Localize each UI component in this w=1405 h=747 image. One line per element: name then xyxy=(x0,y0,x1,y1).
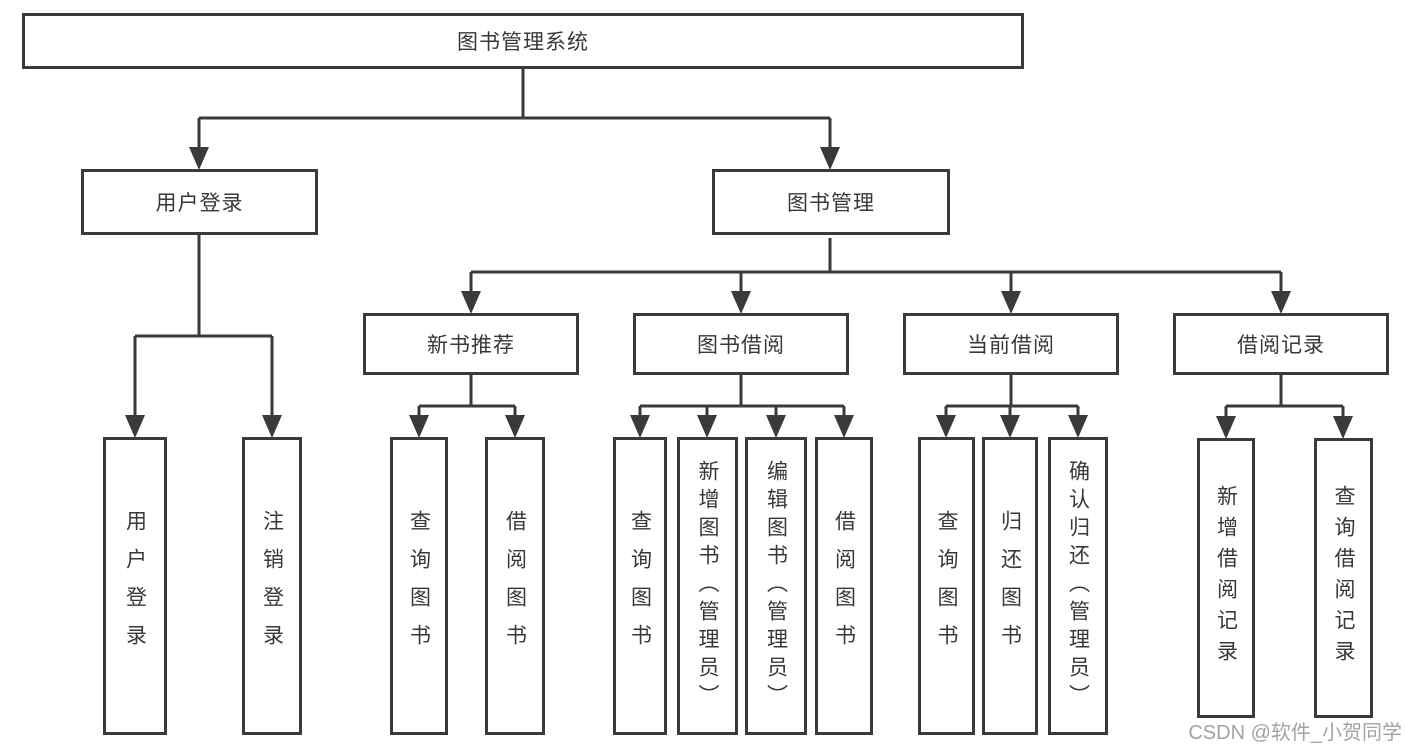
leaf-confirm-return-admin: 确认归还（管理员） xyxy=(1048,437,1108,735)
csdn-watermark: CSDN @软件_小贺同学 xyxy=(1188,722,1402,744)
node-label: 借阅记录 xyxy=(1237,334,1325,357)
leaf-borrow-books-recommend: 借阅图书 xyxy=(485,437,545,735)
node-label: 图书管理系统 xyxy=(457,31,589,54)
node-book-management: 图书管理 xyxy=(712,169,950,235)
leaf-add-books-admin: 新增图书（管理员） xyxy=(677,437,738,735)
leaf-label: 新增借阅记录 xyxy=(1214,485,1238,671)
leaf-add-borrow-record: 新增借阅记录 xyxy=(1197,438,1255,718)
node-current-borrow: 当前借阅 xyxy=(903,313,1119,375)
leaf-label: 新增图书（管理员） xyxy=(696,460,719,712)
leaf-label: 查询借阅记录 xyxy=(1332,485,1355,671)
node-label: 图书管理 xyxy=(787,192,875,215)
leaf-label: 查询图书 xyxy=(935,510,958,662)
node-book-borrow: 图书借阅 xyxy=(633,313,849,375)
node-library-system: 图书管理系统 xyxy=(22,13,1024,69)
leaf-query-books-borrow: 查询图书 xyxy=(613,437,667,735)
leaf-label: 注销登录 xyxy=(260,510,284,662)
leaf-return-books: 归还图书 xyxy=(982,437,1038,735)
leaf-label: 确认归还（管理员） xyxy=(1066,460,1090,712)
node-new-book-recommend: 新书推荐 xyxy=(363,313,579,375)
leaf-label: 查询图书 xyxy=(407,510,431,662)
leaf-borrow-books: 借阅图书 xyxy=(815,437,873,735)
leaf-user-login: 用户登录 xyxy=(103,437,167,735)
leaf-edit-books-admin: 编辑图书（管理员） xyxy=(745,437,807,735)
node-label: 用户登录 xyxy=(155,192,244,215)
leaf-logout: 注销登录 xyxy=(242,437,302,735)
leaf-query-borrow-record: 查询借阅记录 xyxy=(1314,438,1373,718)
leaf-label: 查询图书 xyxy=(628,510,652,662)
leaf-label: 用户登录 xyxy=(123,510,147,662)
leaf-query-books-recommend: 查询图书 xyxy=(390,437,448,735)
node-borrow-records: 借阅记录 xyxy=(1173,313,1389,375)
leaf-label: 归还图书 xyxy=(998,510,1022,662)
node-label: 当前借阅 xyxy=(967,334,1055,357)
leaf-label: 编辑图书（管理员） xyxy=(764,460,788,712)
leaf-query-books-current: 查询图书 xyxy=(918,437,975,735)
node-user-login: 用户登录 xyxy=(81,169,318,235)
leaf-label: 借阅图书 xyxy=(832,510,856,662)
node-label: 新书推荐 xyxy=(427,334,515,357)
node-label: 图书借阅 xyxy=(697,334,785,357)
leaf-label: 借阅图书 xyxy=(503,510,527,662)
